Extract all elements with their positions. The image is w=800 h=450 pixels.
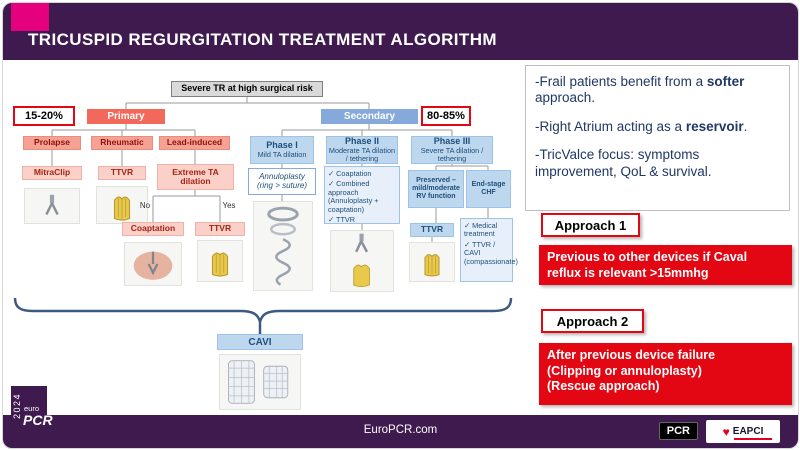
node-mitraclip: MitraClip [22, 166, 82, 180]
phase-subtitle: Mild TA dilation [257, 150, 307, 160]
node-cavi: CAVI [217, 334, 303, 350]
node-annuloplasty: Annuloplasty (ring > suture) [248, 168, 316, 195]
phase2-devices-image [330, 230, 394, 292]
note-item: -Right Atrium acting as a reservoir. [535, 119, 780, 135]
note-text: approach. [535, 90, 596, 106]
page-title: TRICUSPID REGURGITATION TREATMENT ALGORI… [28, 30, 497, 49]
node-secondary: Secondary [321, 109, 418, 124]
secondary-percentage: 80-85% [421, 106, 471, 126]
stent-icon [228, 360, 289, 404]
note-item: -TricValce focus: symptoms improvement, … [535, 147, 780, 180]
approach-2-label: Approach 2 [541, 309, 644, 333]
node-preserved-rv-function: Preserved – mild/moderate RV function [408, 170, 464, 208]
tissue-clip-icon [133, 251, 173, 280]
note-bold: reservoir [685, 118, 744, 134]
eapci-red-bar [734, 438, 772, 440]
europcr-2024-logo: 2024 euro PCR [11, 386, 53, 448]
node-ttvr-lead: TTVR [195, 222, 245, 236]
note-text: -Right Atrium acting as a [535, 118, 686, 134]
footer-url: EuroPCR.com [363, 424, 438, 436]
phase-title: Phase III [433, 136, 471, 147]
phase2-option: ✓ Coaptation [328, 169, 372, 178]
node-end-stage-chf: End-stage CHF [466, 170, 511, 208]
underbrace [13, 297, 513, 334]
ttvr-valve-image [409, 242, 455, 282]
annuloplasty-devices-image [253, 201, 313, 291]
valve-icon [211, 252, 229, 277]
coaptation-device-image [124, 242, 182, 286]
pcr-logo: PCR [658, 422, 698, 440]
node-lead-induced: Lead-induced [159, 136, 230, 150]
phase2-options-list: ✓ Coaptation ✓ Combined approach (Annulo… [324, 166, 400, 224]
primary-percentage: 15-20% [13, 106, 75, 126]
mitraclip-device-image [24, 188, 80, 224]
eapci-logo-text: EAPCI [732, 426, 764, 437]
cavi-devices-image [219, 354, 301, 410]
clip-valve-icon [353, 233, 370, 288]
endstage-option: ✓ Medical treatment [464, 221, 498, 239]
header: TRICUSPID REGURGITATION TREATMENT ALGORI… [3, 3, 798, 60]
heart-icon: ♥ [722, 424, 730, 439]
algorithm-flowchart: Severe TR at high surgical risk 15-20% P… [3, 60, 523, 420]
note-text: -TricValce focus: symptoms improvement, … [535, 147, 712, 179]
node-ttvr-phase3: TTVR [410, 223, 454, 237]
brand-euro: euro [24, 404, 40, 413]
approach-1-description: Previous to other devices if Caval reflu… [539, 245, 792, 285]
eapci-logo: ♥ EAPCI [706, 420, 780, 443]
node-ttvr-rheumatic: TTVR [98, 166, 146, 180]
node-extreme-ta-dilation: Extreme TA dilation [157, 164, 234, 190]
flow-connectors [13, 97, 513, 334]
label-no: No [139, 200, 151, 210]
ring-spiral-icon [267, 206, 299, 286]
node-severe-tr-high-risk: Severe TR at high surgical risk [171, 81, 323, 97]
node-phase-3: Phase III Severe TA dilation / tethering [411, 136, 493, 164]
ttvr-valve-image [197, 240, 243, 282]
clip-icon [45, 194, 59, 215]
node-phase-1: Phase I Mild TA dilation [250, 136, 314, 164]
node-coaptation: Coaptation [122, 222, 184, 236]
ttvr-valve-image [96, 186, 148, 224]
footer: EuroPCR.com PCR ♥ EAPCI [3, 415, 798, 448]
note-text: . [743, 118, 748, 134]
note-text: -Frail patients benefit from a [535, 74, 707, 89]
key-points-panel: -Frail patients benefit from a softer ap… [525, 65, 790, 211]
brand-accent-square [11, 3, 49, 31]
endstage-options-list: ✓ Medical treatment ✓ TTVR / CAVI (compa… [460, 218, 518, 282]
approach-2-description: After previous device failure (Clipping … [539, 343, 792, 405]
label-yes: Yes [222, 200, 236, 210]
phase-subtitle: Severe TA dilation / tethering [420, 146, 484, 163]
note-item: -Frail patients benefit from a softer ap… [535, 74, 780, 107]
brand-year: 2024 [12, 393, 22, 420]
endstage-option: ✓ TTVR / CAVI (compassionate) [464, 239, 518, 266]
phase-title: Phase II [344, 136, 380, 147]
phase2-option: ✓ TTVR [328, 214, 356, 224]
node-prolapse: Prolapse [23, 136, 81, 150]
brand-pcr: PCR [23, 412, 53, 428]
note-bold: softer [706, 74, 745, 89]
valve-icon [113, 196, 131, 221]
node-phase-2: Phase II Moderate TA dilation / tetherin… [326, 136, 398, 164]
valve-icon [424, 254, 440, 277]
node-primary: Primary [87, 109, 165, 124]
node-rheumatic: Rheumatic [91, 136, 153, 150]
approach-1-label: Approach 1 [541, 213, 640, 237]
phase2-option: ✓ Combined approach (Annuloplasty + coap… [328, 179, 379, 214]
phase-subtitle: Moderate TA dilation / tethering [328, 146, 396, 163]
phase-title: Phase I [266, 140, 298, 151]
